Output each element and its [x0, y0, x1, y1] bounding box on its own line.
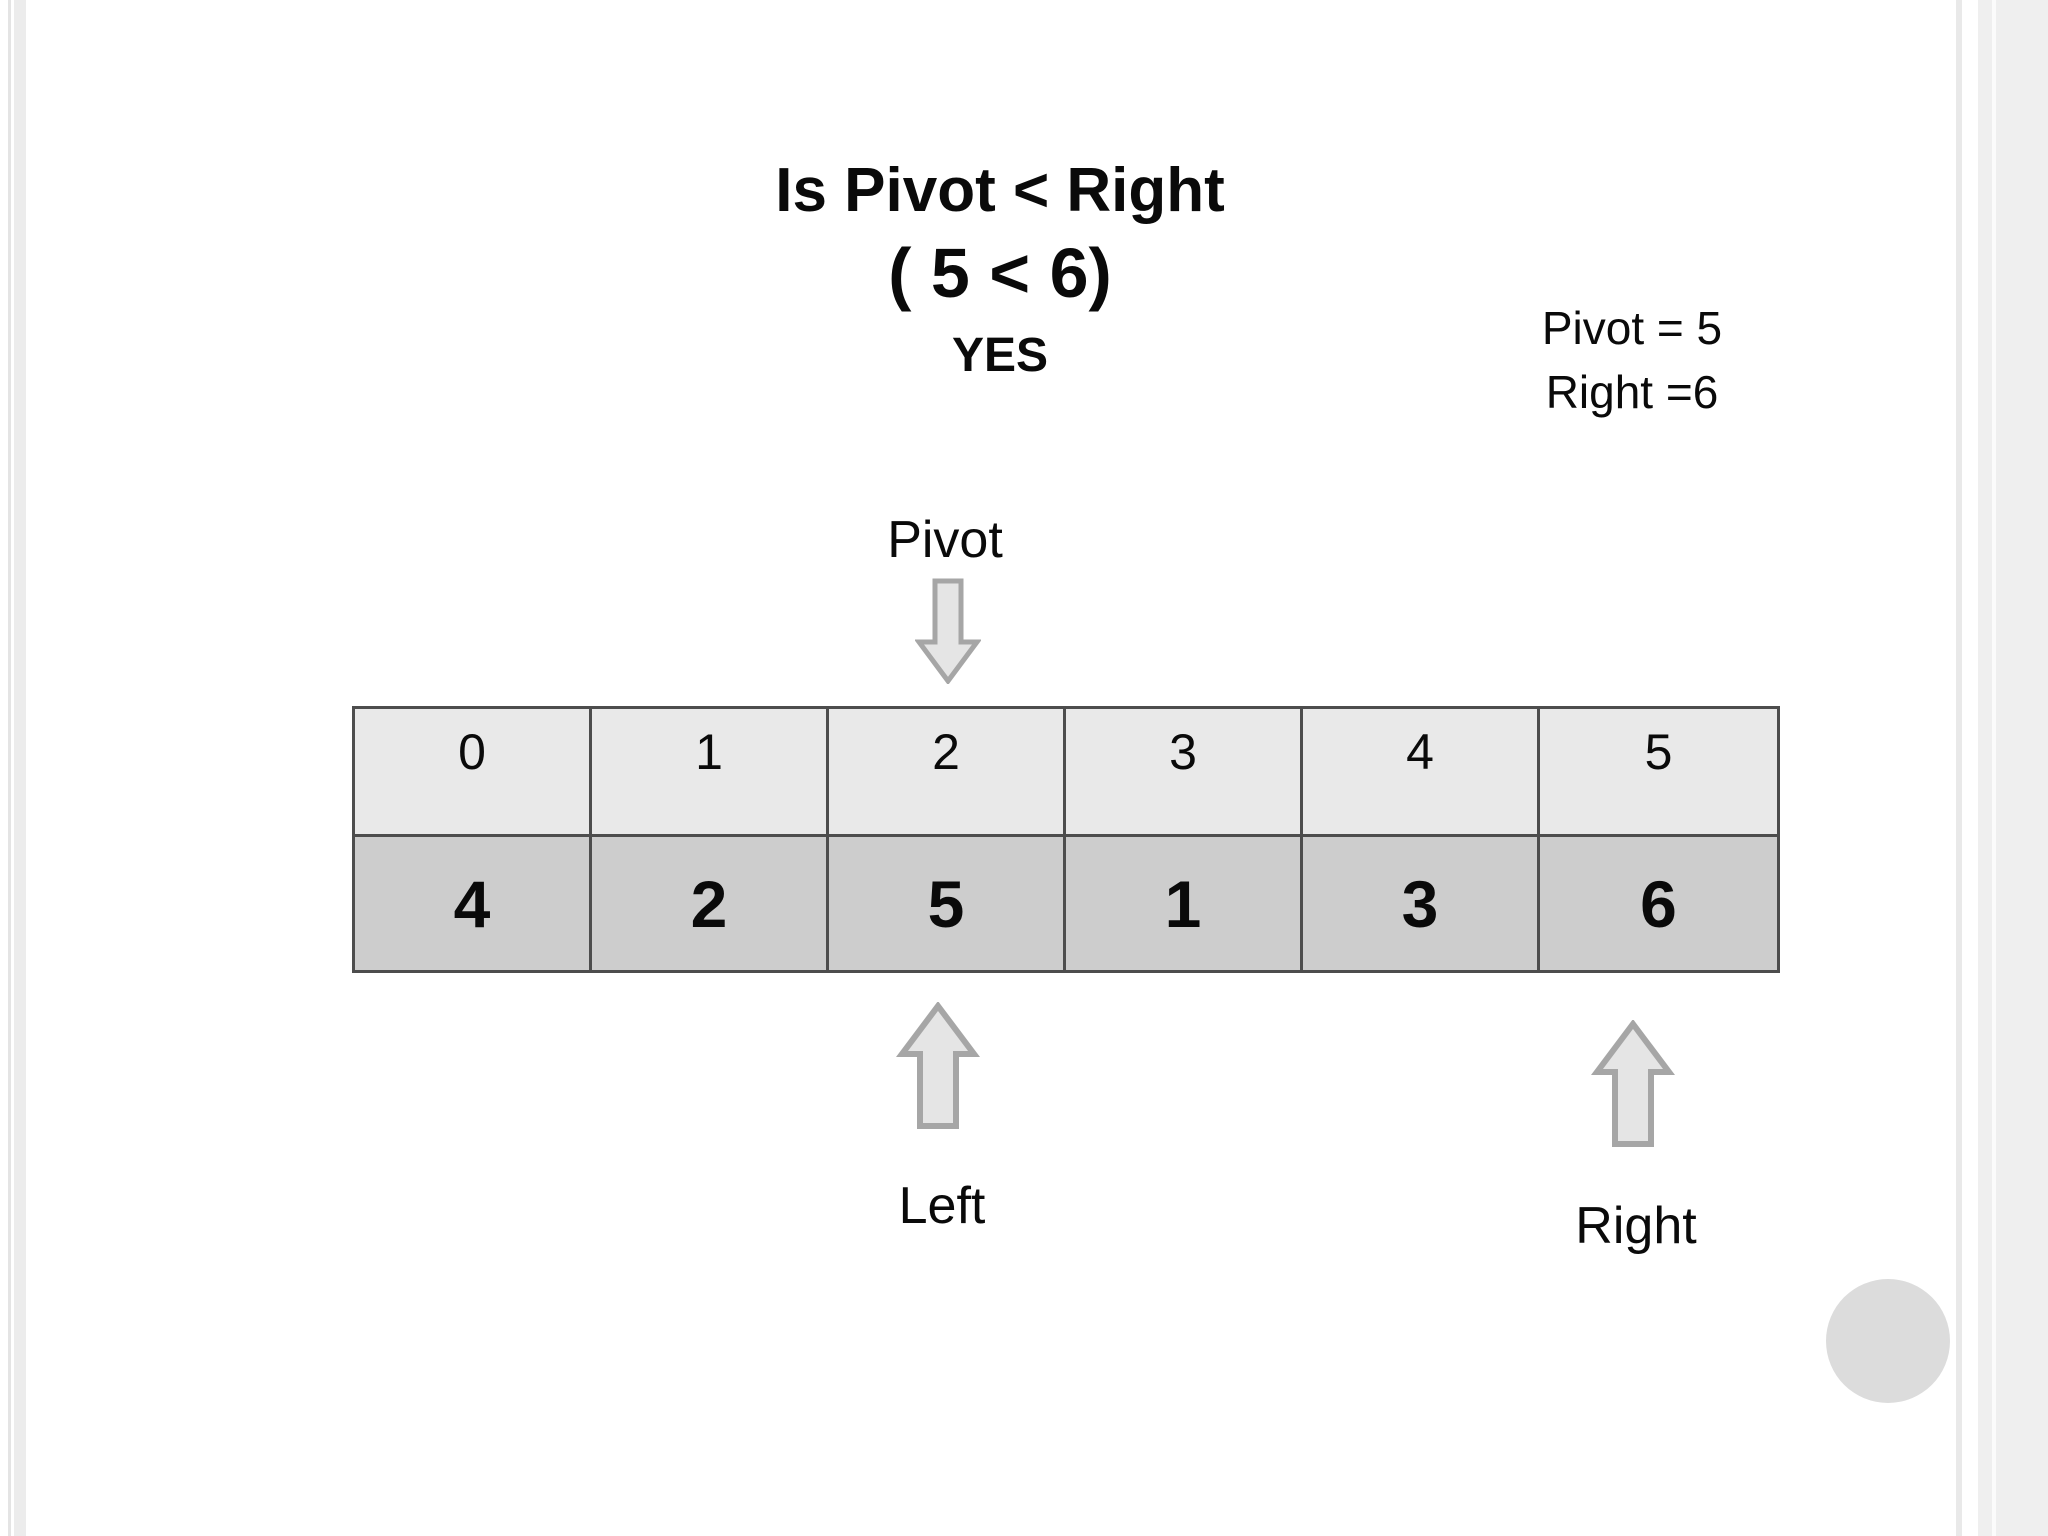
pivot-down-arrow-icon	[915, 578, 981, 684]
value-row: 4 2 5 1 3 6	[355, 837, 1777, 970]
right-edge-line	[1956, 0, 1962, 1536]
array-table: 0 1 2 3 4 5 4 2 5 1 3 6	[352, 706, 1780, 973]
header-block: Is Pivot < Right ( 5 < 6) YES	[560, 160, 1440, 380]
index-cell-2: 2	[829, 709, 1066, 837]
value-cell-2: 5	[829, 837, 1066, 970]
left-pointer-label: Left	[898, 1177, 986, 1235]
comparison-text: ( 5 < 6)	[888, 234, 1112, 312]
right-pointer-label: Right	[1575, 1197, 1697, 1255]
index-row: 0 1 2 3 4 5	[355, 709, 1777, 837]
index-cell-3: 3	[1066, 709, 1303, 837]
left-edge-stripe	[14, 0, 26, 1536]
question-title: Is Pivot < Right	[775, 156, 1225, 225]
left-up-arrow-shape	[896, 1002, 980, 1129]
right-value-text: Right =6	[1545, 366, 1719, 418]
right-edge-panel	[1978, 0, 2048, 1536]
pivot-value-text: Pivot = 5	[1541, 302, 1723, 354]
left-up-arrow-icon	[896, 1002, 980, 1129]
index-cell-5: 5	[1540, 709, 1777, 837]
index-cell-4: 4	[1303, 709, 1540, 837]
answer-text: YES	[951, 329, 1049, 382]
index-cell-0: 0	[355, 709, 592, 837]
left-edge-line	[8, 0, 11, 1536]
right-up-arrow-shape	[1591, 1020, 1675, 1147]
pivot-down-arrow-shape	[915, 578, 981, 684]
value-cell-4: 3	[1303, 837, 1540, 970]
value-cell-1: 2	[592, 837, 829, 970]
value-cell-3: 1	[1066, 837, 1303, 970]
value-cell-0: 4	[355, 837, 592, 970]
index-cell-1: 1	[592, 709, 829, 837]
decorative-circle	[1826, 1279, 1950, 1403]
pivot-pointer-label: Pivot	[887, 511, 1003, 569]
right-up-arrow-icon	[1591, 1020, 1675, 1147]
right-edge-panel-line	[1992, 0, 1996, 1536]
variables-block: Pivot = 5 Right =6	[1452, 296, 1812, 424]
value-cell-5: 6	[1540, 837, 1777, 970]
